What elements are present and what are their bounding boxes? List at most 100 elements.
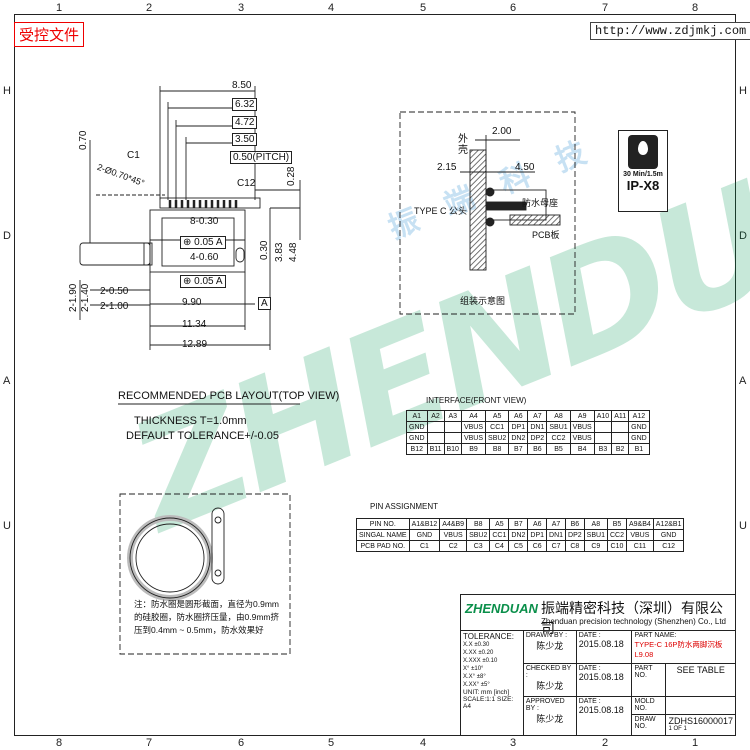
assembly-typec-label: TYPE C 公头 — [414, 206, 468, 216]
zone-label: 4 — [328, 2, 335, 14]
dim-label: 0.70 — [78, 130, 89, 150]
tolerance-row: X° ±10° — [463, 666, 484, 672]
table-cell: GND — [628, 432, 650, 444]
zone-label: A — [739, 375, 747, 387]
approved-name: 陈少龙 — [536, 713, 564, 724]
zone-label: 3 — [510, 737, 517, 749]
assembly-pcb-label: PCB板 — [532, 230, 560, 240]
drawn-date: 2015.08.18 — [578, 639, 624, 649]
table-cell — [443, 432, 462, 444]
dim-label: 11.34 — [182, 319, 207, 330]
table-cell: PCB PAD NO. — [356, 540, 410, 552]
ip-rating: IP-X8 — [626, 178, 660, 193]
date-label: DATE : — [578, 697, 601, 705]
zone-label: 1 — [56, 2, 63, 14]
table-cell: C4 — [489, 540, 510, 552]
table-cell: A9&B4 — [625, 518, 654, 530]
table-cell: CC2 — [606, 529, 627, 541]
layout-thickness: THICKNESS T=1.0mm — [134, 415, 247, 427]
dim-label: 3.50 — [232, 133, 258, 146]
table-cell: A3 — [443, 410, 462, 422]
zone-label: 2 — [602, 737, 609, 749]
unit-label: UNIT: mm [inch] — [463, 689, 510, 696]
table-cell: A2 — [426, 410, 445, 422]
company-name-en: Zhenduan precision technology (Shenzhen)… — [541, 617, 727, 626]
dim-label: 0.50(PITCH) — [230, 151, 293, 164]
table-cell: B6 — [565, 518, 585, 530]
table-cell: A4 — [460, 410, 487, 422]
company-logo: ZHENDUAN — [465, 601, 538, 616]
drawing-frame — [14, 14, 736, 736]
table-cell: B7 — [508, 443, 529, 455]
tolerance-label: TOLERANCE: — [463, 632, 514, 641]
website-url[interactable]: http://www.zdjmkj.com — [590, 22, 750, 40]
part-name: TYPE-C 16P防水两脚沉板L9.08 — [634, 640, 723, 659]
table-cell — [593, 432, 613, 444]
table-cell: DN1 — [546, 529, 567, 541]
table-cell — [593, 421, 613, 433]
table-cell: C10 — [606, 540, 627, 552]
table-cell: C5 — [508, 540, 529, 552]
table-cell: DN2 — [508, 432, 529, 444]
zone-label: 5 — [420, 2, 427, 14]
interface-title: INTERFACE(FRONT VIEW) — [426, 396, 527, 405]
tolerance-rows: X.X ±0.30 X.XX ±0.20 X.XXX ±0.10 X° ±10°… — [463, 641, 521, 689]
dim-label: ⊕ 0.05 A — [180, 275, 226, 288]
layout-tolerance: DEFAULT TOLERANCE+/-0.05 — [126, 430, 279, 442]
tolerance-row: X.XX° ±5° — [463, 682, 490, 688]
layout-title: RECOMMENDED PCB LAYOUT(TOP VIEW) — [118, 390, 340, 402]
dim-label: 6.32 — [232, 98, 258, 111]
table-cell: SBU2 — [485, 432, 510, 444]
waterproof-note: 注：防水圈是圆形截面，直径为0.9mm的硅胶圈，防水圈挤压量，由0.9mm挤压到… — [134, 599, 279, 635]
table-cell: B3 — [593, 443, 613, 455]
table-cell: B5 — [606, 518, 627, 530]
zone-label: 7 — [146, 737, 153, 749]
table-cell: GND — [406, 432, 428, 444]
zone-label: H — [3, 85, 11, 97]
table-cell: B7 — [508, 518, 529, 530]
title-block: TOLERANCE: X.X ±0.30 X.XX ±0.20 X.XXX ±0… — [460, 630, 736, 737]
tolerance-cell: TOLERANCE: X.X ±0.30 X.XX ±0.20 X.XXX ±0… — [460, 630, 524, 736]
table-cell: A8 — [546, 410, 571, 422]
zone-label: 2 — [146, 2, 153, 14]
approved-label: APPROVED BY : — [525, 697, 565, 712]
table-cell: B8 — [466, 518, 491, 530]
dim-label: 2-0.50 — [100, 286, 129, 297]
table-cell: GND — [408, 529, 441, 541]
table-cell: A5 — [489, 518, 510, 530]
table-cell — [443, 421, 462, 433]
table-cell: C7 — [546, 540, 567, 552]
table-cell: CC1 — [489, 529, 510, 541]
pins-title: PIN ASSIGNMENT — [370, 502, 439, 511]
zone-label: 1 — [692, 737, 699, 749]
tolerance-row: X.X ±0.30 — [463, 642, 490, 648]
table-cell: B12 — [406, 443, 428, 455]
table-cell: A9 — [569, 410, 595, 422]
approved-date: 2015.08.18 — [578, 704, 624, 715]
table-cell — [611, 432, 630, 444]
table-cell: VBUS — [569, 432, 595, 444]
table-cell: DP2 — [527, 432, 548, 444]
drawn-cell: DRAWN BY :陈少龙 — [522, 630, 577, 664]
zone-label: 6 — [510, 2, 517, 14]
company-banner: ZHENDUAN 振端精密科技（深圳）有限公司 Zhenduan precisi… — [460, 594, 736, 637]
table-cell: B2 — [611, 443, 630, 455]
assembly-dim: 2.00 — [492, 126, 512, 137]
water-drop-icon — [628, 135, 658, 169]
table-cell: DN2 — [508, 529, 529, 541]
checked-name: 陈少龙 — [536, 680, 564, 691]
dim-label: 2-1.40 — [80, 283, 91, 312]
date-label: DATE : — [578, 632, 601, 639]
table-cell: C2 — [439, 540, 468, 552]
zone-label: 8 — [56, 737, 63, 749]
scale-size: SCALE:1:1 SIZE: A4 — [463, 696, 521, 710]
table-row: TOLERANCE: X.X ±0.30 X.XX ±0.20 X.XXX ±0… — [460, 630, 736, 736]
table-cell: C8 — [565, 540, 585, 552]
table-cell: A11 — [611, 410, 630, 422]
zone-label: 5 — [328, 737, 335, 749]
